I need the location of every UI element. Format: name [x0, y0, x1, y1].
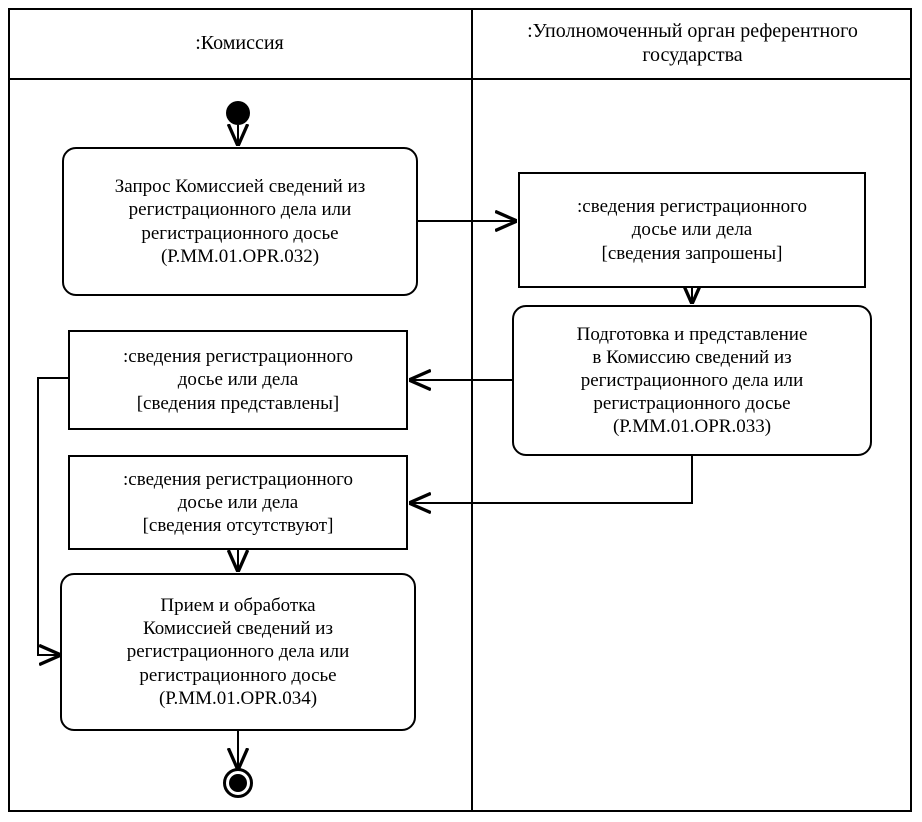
object-node-information-requested-label: :сведения регистрационного досье или дел… — [577, 196, 807, 264]
swimlane-title-authority: :Уполномоченный орган референтного госуд… — [527, 19, 858, 66]
activity-node-prepare-and-submit-label: Подготовка и представление в Комиссию св… — [576, 323, 808, 438]
activity-node-request-information-label: Запрос Комиссией сведений из регистрацио… — [114, 176, 366, 267]
swimlane-frame — [8, 8, 912, 812]
object-node-information-submitted[interactable]: :сведения регистрационного досье или дел… — [68, 330, 408, 430]
swimlane-header-rule — [8, 78, 912, 80]
object-node-information-absent[interactable]: :сведения регистрационного досье или дел… — [68, 455, 408, 550]
object-node-information-submitted-label: :сведения регистрационного досье или дел… — [123, 346, 353, 414]
swimlane-title-commission: :Комиссия — [195, 31, 284, 54]
object-node-information-absent-label: :сведения регистрационного досье или дел… — [123, 468, 353, 537]
swimlane-header-authority: :Уполномоченный орган референтного госуд… — [473, 8, 912, 78]
swimlane-divider — [471, 8, 473, 812]
activity-node-receive-and-process[interactable]: Прием и обработка Комиссией сведений из … — [60, 573, 416, 731]
object-node-information-requested[interactable]: :сведения регистрационного досье или дел… — [518, 172, 866, 288]
final-node — [223, 768, 253, 798]
swimlane-header-commission: :Комиссия — [8, 8, 471, 78]
initial-node — [226, 101, 250, 125]
activity-node-prepare-and-submit[interactable]: Подготовка и представление в Комиссию св… — [512, 305, 872, 456]
activity-node-receive-and-process-label: Прием и обработка Комиссией сведений из … — [126, 595, 350, 709]
activity-node-request-information[interactable]: Запрос Комиссией сведений из регистрацио… — [62, 147, 418, 296]
